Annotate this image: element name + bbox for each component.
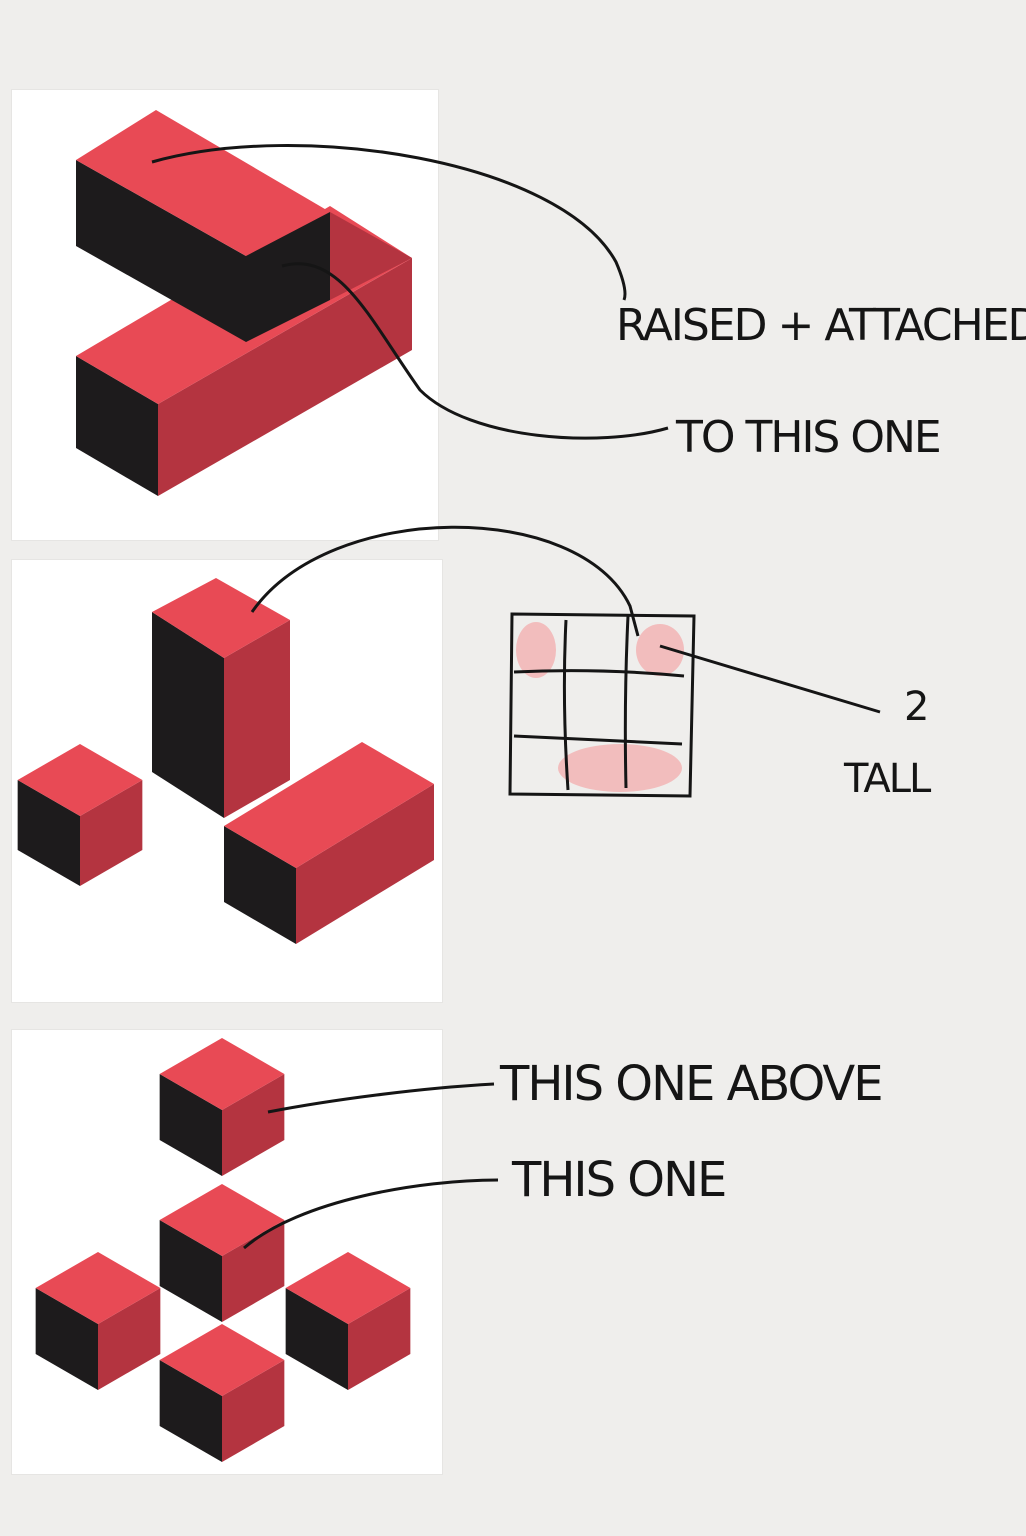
block-top-face bbox=[17, 744, 143, 816]
block-left-face bbox=[246, 212, 330, 342]
block-left-face bbox=[35, 1288, 98, 1390]
block-left-face bbox=[159, 1074, 222, 1176]
note-to-this-one: TO THIS ONE bbox=[675, 412, 940, 463]
block-left-face bbox=[152, 612, 224, 818]
grid-col-line bbox=[623, 615, 630, 789]
block-right-face bbox=[330, 212, 412, 300]
block-top-face bbox=[285, 1252, 411, 1324]
isometric-figure-stacked-cubes bbox=[35, 1038, 411, 1462]
leader-line-attached bbox=[281, 262, 669, 440]
block-top-face bbox=[76, 110, 330, 256]
grid-col-line bbox=[562, 619, 570, 791]
note-this-one: THIS ONE bbox=[511, 1152, 725, 1208]
block-top-face bbox=[35, 1252, 161, 1324]
grid-highlight bbox=[516, 622, 556, 678]
leader-line-two-tall-label bbox=[659, 644, 881, 714]
block-right-face bbox=[224, 620, 290, 818]
plan-grid-sketch bbox=[508, 612, 696, 798]
block-top-face bbox=[159, 1038, 285, 1110]
block-left-face bbox=[17, 780, 80, 886]
block-right-face bbox=[80, 780, 143, 886]
block-right-face bbox=[348, 1288, 411, 1390]
grid-highlight bbox=[558, 744, 682, 792]
block-left-face bbox=[159, 1220, 222, 1322]
block-top-face bbox=[159, 1184, 285, 1256]
isometric-figure-two-tall bbox=[17, 578, 434, 944]
block-left-face bbox=[76, 160, 246, 342]
block-right-face bbox=[222, 1220, 285, 1322]
grid-highlight bbox=[636, 624, 684, 676]
block-right-face bbox=[296, 784, 434, 944]
grid-row-line bbox=[513, 669, 685, 678]
note-two: 2 bbox=[904, 684, 927, 730]
block-right-face bbox=[222, 1360, 285, 1462]
leader-line-below bbox=[243, 1178, 499, 1250]
leader-line-above bbox=[267, 1082, 495, 1114]
note-raised-attached: RAISED + ATTACHED bbox=[616, 300, 1026, 351]
block-top-face bbox=[224, 742, 434, 868]
block-left-face bbox=[285, 1288, 348, 1390]
block-top-face bbox=[159, 1324, 285, 1396]
leader-line-raised bbox=[151, 144, 627, 301]
leader-lines bbox=[151, 144, 881, 1250]
block-right-face bbox=[98, 1288, 161, 1390]
isometric-figure-raised-attached bbox=[76, 110, 412, 496]
block-left-face bbox=[76, 356, 158, 496]
block-top-face bbox=[152, 578, 290, 658]
block-right-face bbox=[158, 258, 412, 496]
block-left-face bbox=[224, 826, 296, 944]
grid-row-line bbox=[513, 734, 683, 746]
note-this-one-above: THIS ONE ABOVE bbox=[499, 1056, 882, 1112]
block-left-face bbox=[159, 1360, 222, 1462]
block-right-face bbox=[222, 1074, 285, 1176]
leader-line-two-tall-top bbox=[250, 525, 640, 637]
note-tall: TALL bbox=[843, 756, 932, 802]
